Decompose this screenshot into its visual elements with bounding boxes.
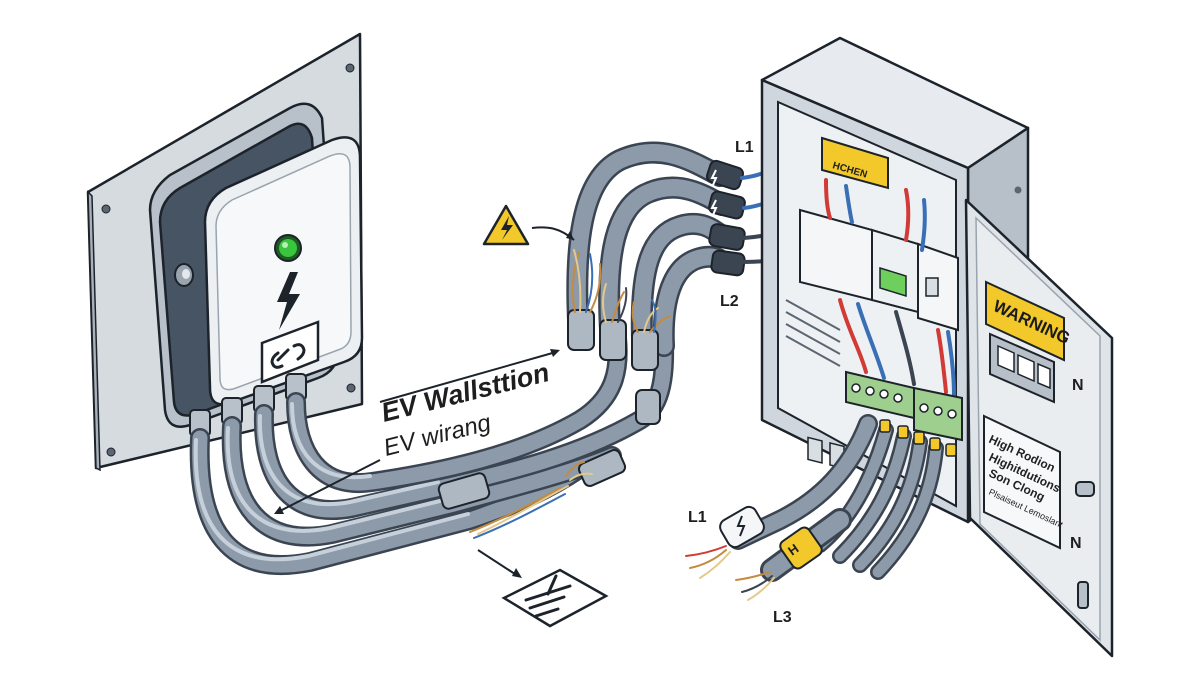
label-l1-bottom: L1 xyxy=(688,509,707,526)
warning-triangle-icon xyxy=(482,204,575,246)
ev-wallbox xyxy=(148,102,364,437)
lightning-icon xyxy=(277,272,300,330)
outgoing-cables: H xyxy=(685,414,957,601)
link-icon xyxy=(260,320,320,384)
breaker-sticker xyxy=(821,136,889,190)
panel-door: WARNING High Rodion Highitdutions Son Cl… xyxy=(964,198,1114,658)
label-l1-top: L1 xyxy=(735,139,754,156)
terminal-blocks xyxy=(845,370,963,442)
label-l2: L2 xyxy=(720,293,739,310)
frayed-wire-ends xyxy=(567,249,671,425)
label-l3: L3 xyxy=(773,609,792,626)
warning-plate xyxy=(985,280,1065,362)
title-leader-lines xyxy=(274,349,560,514)
info-plate xyxy=(983,414,1061,550)
ground-symbol-icon xyxy=(477,549,609,628)
status-led xyxy=(274,234,302,262)
circuit-breakers: HCHEN xyxy=(799,136,959,470)
label-n-lower: N xyxy=(1070,535,1082,552)
label-n-upper: N xyxy=(1072,377,1084,394)
